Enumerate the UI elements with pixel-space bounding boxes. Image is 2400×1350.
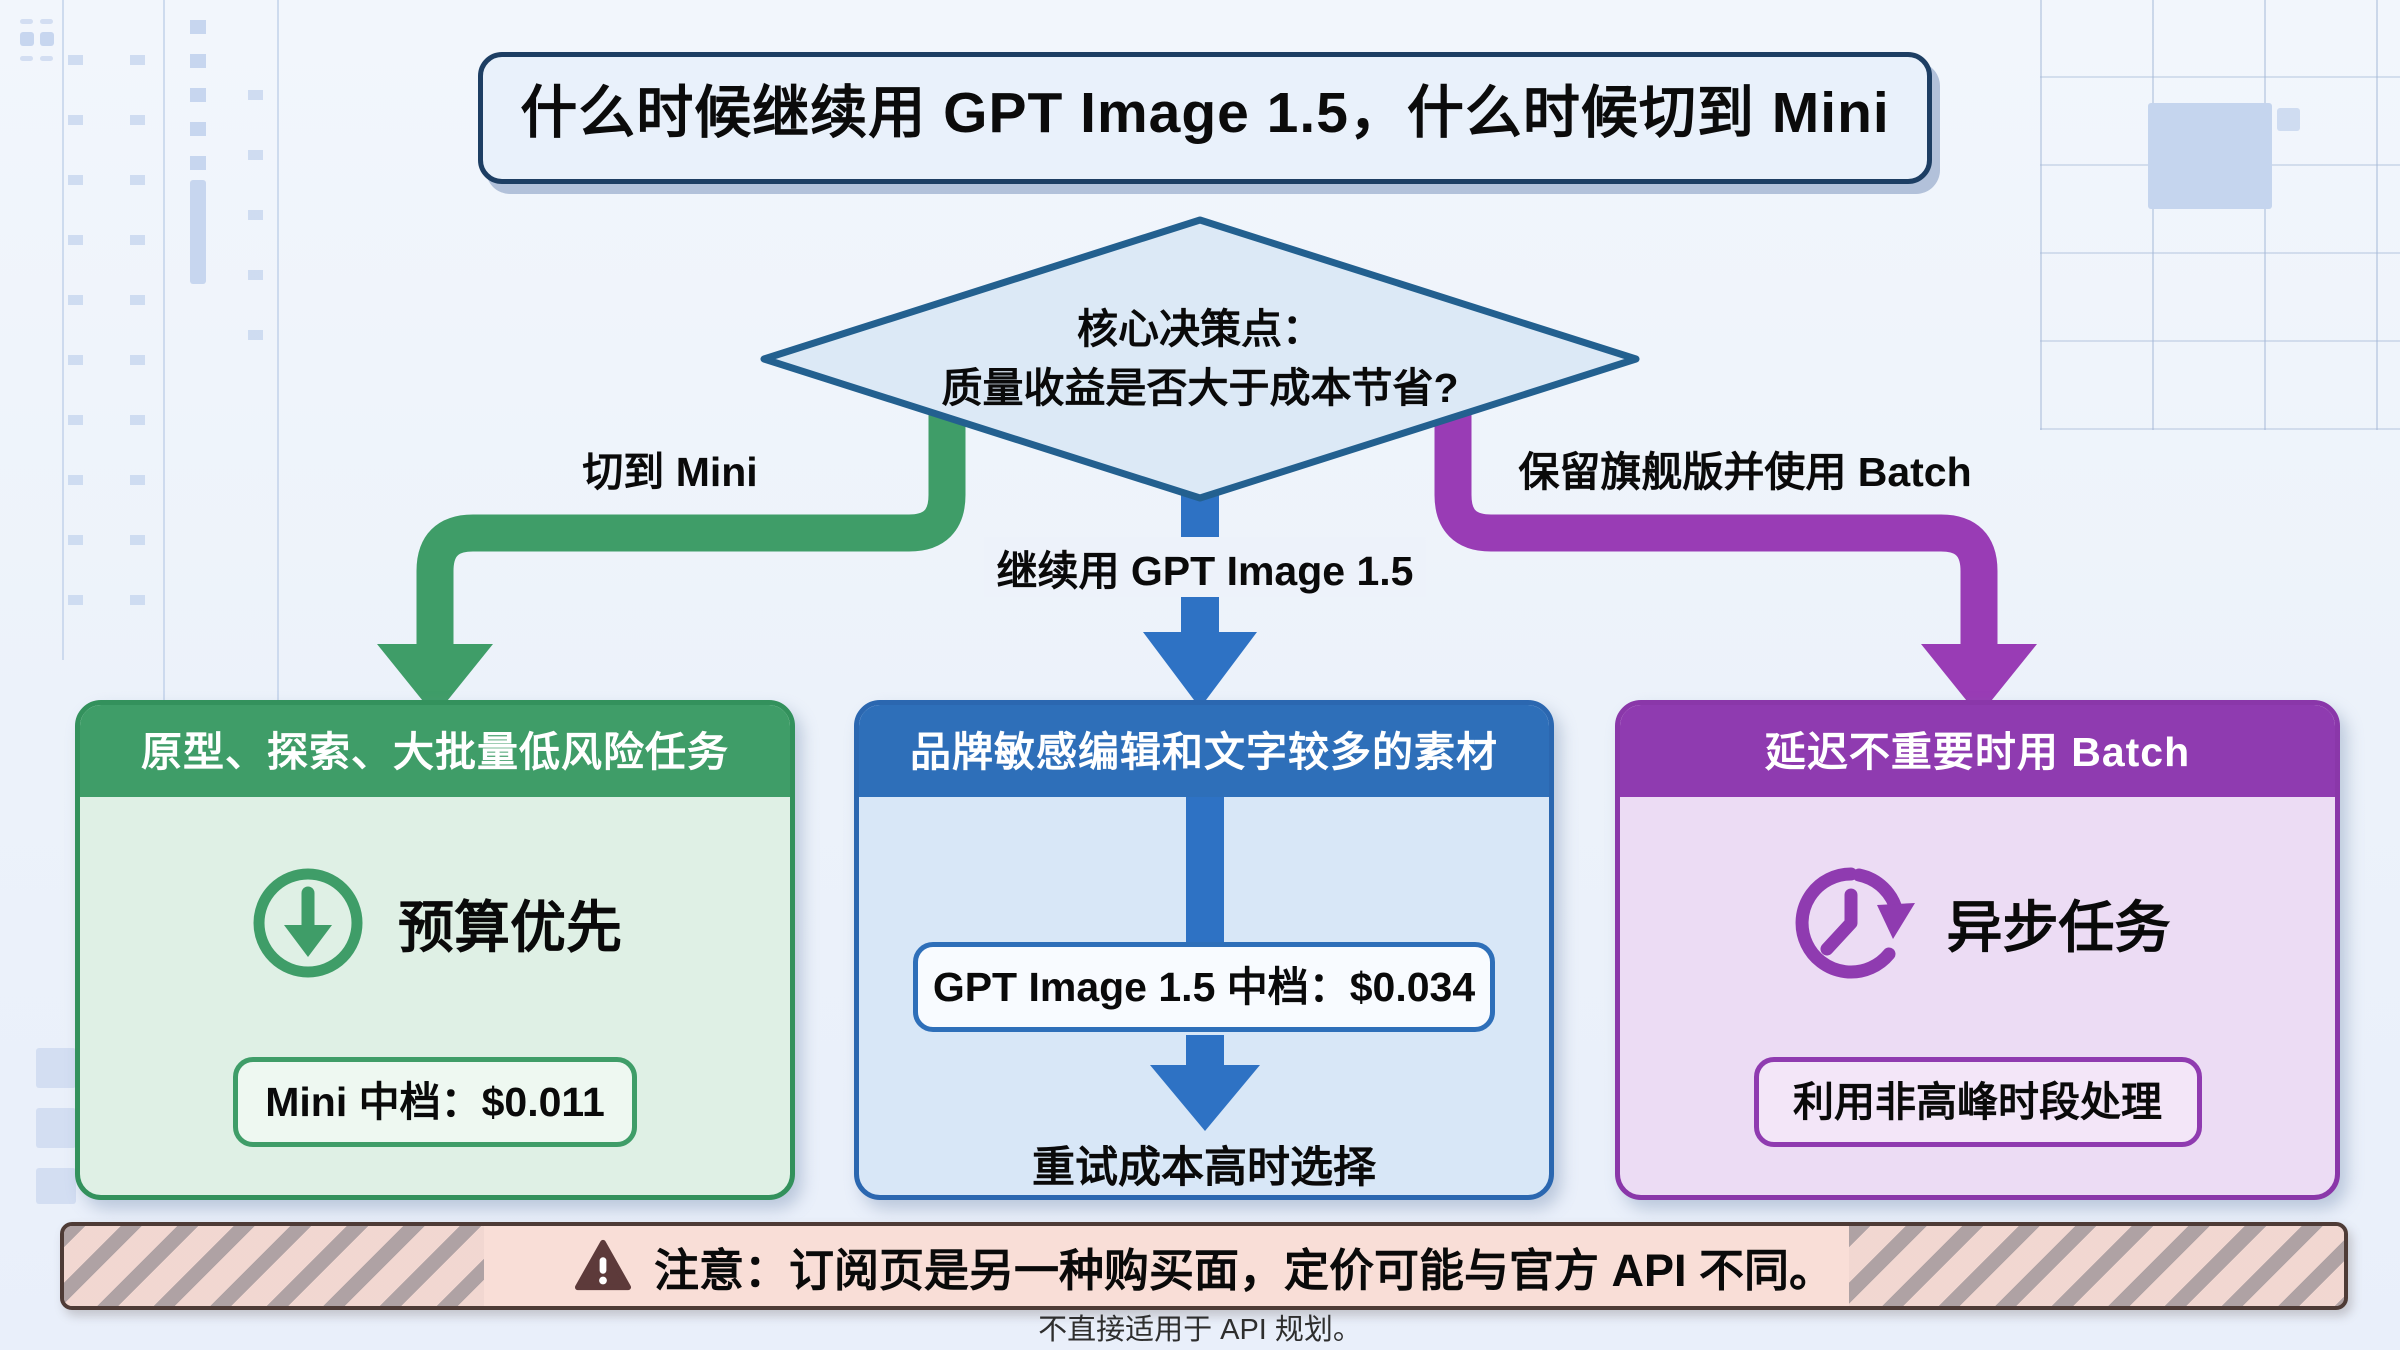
arrow-down-circle-icon: [248, 863, 368, 983]
inner-arrow-shaft-top: [1186, 797, 1224, 945]
warning-text: 注意：订阅页是另一种购买面，定价可能与官方 API 不同。: [653, 1244, 1835, 1296]
purple-arrowhead: [1921, 644, 2037, 716]
warning-triangle-icon: [574, 1237, 632, 1295]
warning-stripes-left: [64, 1226, 484, 1306]
gpt-price-pill: GPT Image 1.5 中档：$0.034: [913, 942, 1495, 1032]
mini-price-pill: Mini 中档：$0.011: [233, 1057, 637, 1147]
branch-mini-title: 预算优先: [398, 895, 622, 959]
decision-label: 核心决策点： 质量收益是否大于成本节省?: [850, 300, 1550, 419]
batch-pill: 利用非高峰时段处理: [1753, 1057, 2202, 1147]
branch-label-gpt: 继续用 GPT Image 1.5: [984, 537, 1426, 597]
footnote: 不直接适用于 API 规划。: [1038, 1314, 1362, 1346]
branch-box-batch-header: 延迟不重要时用 Batch: [1620, 705, 2335, 797]
inner-arrowhead: [1150, 1065, 1260, 1131]
branch-box-mini-header: 原型、探索、大批量低风险任务: [80, 705, 790, 797]
branch-label-batch: 保留旗舰版并使用 Batch: [1518, 449, 1972, 495]
blue-arrowhead: [1143, 632, 1257, 708]
branch-label-mini: 切到 Mini: [582, 449, 758, 495]
clock-history-icon: [1785, 857, 1917, 989]
green-branch-arrow: [416, 415, 966, 652]
green-arrowhead: [377, 644, 493, 716]
branch-box-gpt: 品牌敏感编辑和文字较多的素材 GPT Image 1.5 中档：$0.034 重…: [854, 700, 1554, 1200]
branch-batch-title: 异步任务: [1946, 895, 2171, 959]
branch-box-batch: 延迟不重要时用 Batch 异步任务 利用非高峰时段处理: [1615, 700, 2340, 1200]
branch-box-gpt-header: 品牌敏感编辑和文字较多的素材: [859, 705, 1549, 797]
warning-stripes-right: [1849, 1226, 2344, 1306]
decision-diamond: [760, 216, 1640, 502]
decision-line1: 核心决策点：: [1077, 306, 1323, 352]
gpt-footer-note: 重试成本高时选择: [1032, 1144, 1376, 1192]
page-title: 什么时候继续用 GPT Image 1.5，什么时候切到 Mini: [478, 52, 1932, 184]
branch-box-mini: 原型、探索、大批量低风险任务 预算优先 Mini 中档：$0.011: [75, 700, 795, 1200]
decision-line2: 质量收益是否大于成本节省?: [941, 365, 1459, 412]
warning-banner: 注意：订阅页是另一种购买面，定价可能与官方 API 不同。: [60, 1222, 2348, 1310]
purple-branch-arrow: [1434, 415, 1998, 652]
